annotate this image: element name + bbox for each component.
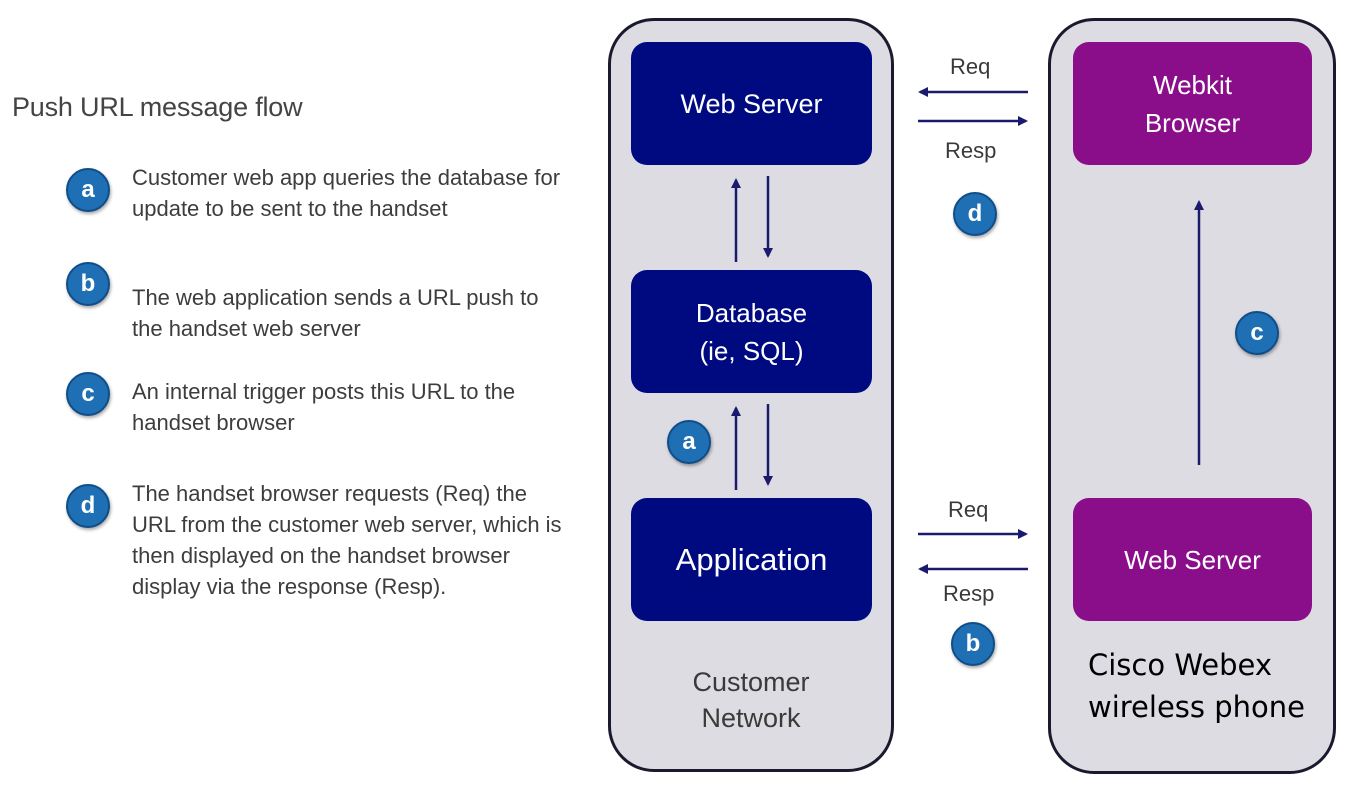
- top-resp-label: Resp: [945, 138, 997, 163]
- webkit-browser-label-line1: Webkit: [1153, 69, 1232, 100]
- step-b-badge: b: [66, 262, 110, 306]
- marker-b: b: [951, 622, 995, 666]
- webkit-browser-label-line2: Browser: [1144, 107, 1241, 138]
- customer-network-caption-line1: Customer: [692, 667, 810, 697]
- bottom-resp-label: Resp: [943, 581, 995, 606]
- step-b-text: The web application sends a URL push to …: [132, 285, 539, 341]
- phone-caption: Cisco Webex wireless phone: [1088, 644, 1305, 728]
- customer-network-caption-line2: Network: [701, 703, 801, 733]
- diagram-title: Push URL message flow: [12, 92, 303, 122]
- step-a-badge: a: [66, 168, 110, 212]
- phone-caption-line2: wireless phone: [1088, 690, 1305, 724]
- step-d-text: The handset browser requests (Req) the U…: [132, 481, 562, 599]
- step-a: a Customer web app queries the database …: [66, 165, 586, 224]
- step-d: d The handset browser requests (Req) the…: [66, 481, 586, 602]
- application-box: Application: [631, 498, 872, 621]
- marker-a: a: [667, 420, 711, 464]
- phone-web-server-box: Web Server: [1073, 498, 1312, 621]
- step-c-text: An internal trigger posts this URL to th…: [132, 379, 516, 435]
- database-box: Database (ie, SQL): [631, 270, 872, 393]
- step-d-badge: d: [66, 484, 110, 528]
- marker-c: c: [1235, 311, 1279, 355]
- phone-caption-line1: Cisco Webex: [1088, 648, 1273, 682]
- top-req-label: Req: [950, 54, 991, 79]
- step-a-text: Customer web app queries the database fo…: [132, 165, 561, 221]
- customer-web-server-box: Web Server: [631, 42, 872, 165]
- step-c: c An internal trigger posts this URL to …: [66, 372, 586, 438]
- webkit-browser-box: Webkit Browser: [1073, 42, 1312, 165]
- bottom-req-label: Req: [948, 497, 989, 522]
- database-sublabel: (ie, SQL): [699, 335, 804, 366]
- customer-network-caption: Customer Network: [640, 664, 862, 736]
- database-label: Database: [695, 297, 808, 328]
- step-c-badge: c: [66, 372, 110, 416]
- marker-d: d: [953, 192, 997, 236]
- step-b: b The web application sends a URL push t…: [66, 262, 586, 344]
